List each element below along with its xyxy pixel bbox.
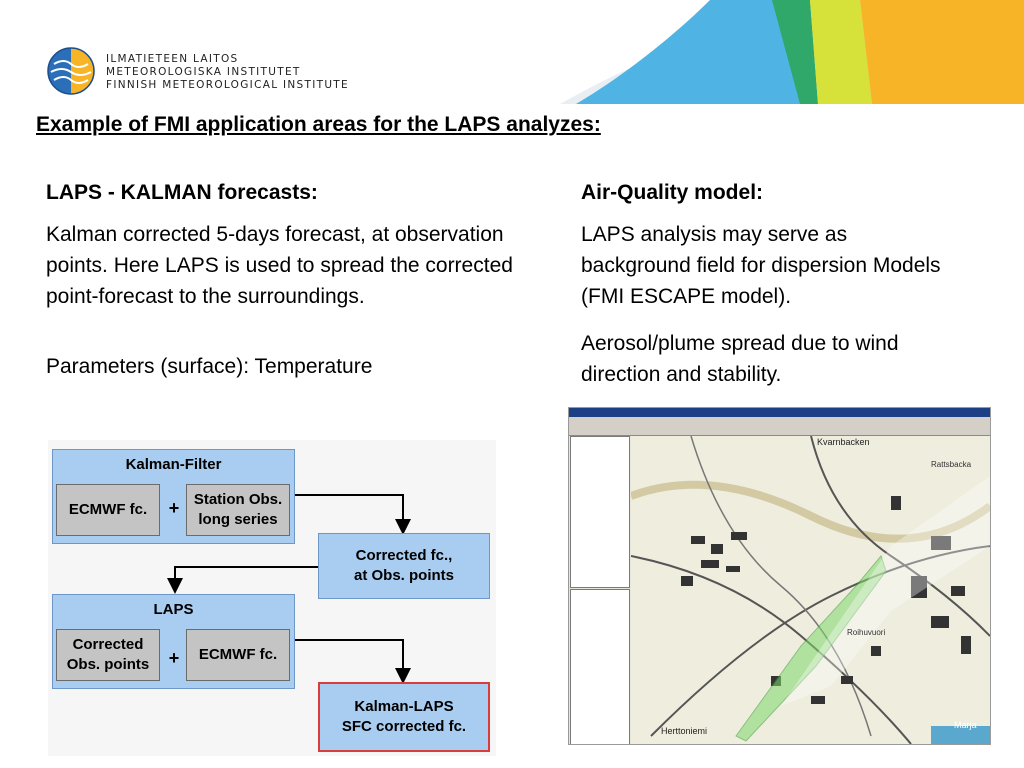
- dispersion-map-screenshot: Kvarnbacken Herttoniemi Marja Rattsbacka…: [568, 407, 991, 745]
- plus-sign-1: +: [168, 498, 180, 518]
- left-paragraph-2: Parameters (surface): Temperature: [46, 355, 373, 378]
- logo-line-sv: METEOROLOGISKA INSTITUTET: [106, 66, 301, 78]
- app-toolbar: [569, 425, 990, 436]
- arrow-laps-to-kalman-laps: [295, 639, 411, 684]
- right-paragraph-2: Aerosol/plume spread due to wind directi…: [581, 332, 899, 386]
- corrected-fc-label: Corrected fc., at Obs. points: [353, 547, 454, 584]
- kalman-flow-diagram: Kalman-Filter ECMWF fc. + Station Obs. l…: [48, 440, 496, 756]
- logo-text: ILMATIETEEN LAITOS METEOROLOGISKA INSTIT…: [106, 53, 349, 92]
- corrected-fc-box: Corrected fc., at Obs. points: [318, 533, 490, 599]
- left-heading: LAPS - KALMAN forecasts:: [46, 181, 318, 204]
- ecmwf-fc-label-1: ECMWF fc.: [68, 501, 148, 518]
- map-label-roihuvuori: Roihuvuori: [847, 628, 886, 637]
- diagram-arrows: [167, 494, 411, 684]
- kalman-laps-label: Kalman-LAPS SFC corrected fc.: [341, 698, 467, 735]
- fmi-logo-icon: [47, 47, 95, 95]
- map-label-kvarnbacken: Kvarnbacken: [817, 437, 870, 447]
- station-obs-label: Station Obs. long series: [193, 491, 283, 528]
- parameter-panel: [570, 436, 630, 588]
- station-obs-box: Station Obs. long series: [186, 484, 290, 536]
- corrected-obs-label: Corrected Obs. points: [66, 636, 150, 673]
- plus-sign-2: +: [168, 648, 180, 668]
- map-label-marja: Marja: [954, 720, 977, 730]
- right-heading: Air-Quality model:: [581, 181, 764, 204]
- arrow-kalman-to-corrected: [295, 494, 411, 535]
- logo-line-en: FINNISH METEOROLOGICAL INSTITUTE: [106, 79, 349, 91]
- kalman-filter-label: Kalman-Filter: [125, 456, 222, 473]
- right-paragraph-1: LAPS analysis may serve as background fi…: [581, 223, 941, 308]
- ecmwf-fc-box-1: ECMWF fc.: [56, 484, 160, 536]
- app-titlebar: [569, 408, 990, 417]
- kalman-laps-box: Kalman-LAPS SFC corrected fc.: [318, 682, 490, 752]
- ecmwf-fc-box-2: ECMWF fc.: [186, 629, 290, 681]
- concentration-legend-panel: [570, 589, 630, 744]
- map-label-herttoniemi: Herttoniemi: [661, 726, 708, 736]
- arrow-corrected-to-laps: [167, 566, 319, 594]
- left-paragraph-1: Kalman corrected 5-days forecast, at obs…: [46, 223, 513, 308]
- corrected-obs-box: Corrected Obs. points: [56, 629, 160, 681]
- laps-label: LAPS: [153, 601, 194, 618]
- topographic-map: [631, 436, 990, 744]
- map-label-rattsbacka: Rattsbacka: [931, 460, 972, 469]
- app-menubar: [569, 417, 990, 425]
- header-banner: [560, 0, 1024, 104]
- logo-line-fi: ILMATIETEEN LAITOS: [106, 53, 239, 65]
- ecmwf-fc-label-2: ECMWF fc.: [198, 646, 278, 663]
- slide-title: Example of FMI application areas for the…: [36, 113, 601, 136]
